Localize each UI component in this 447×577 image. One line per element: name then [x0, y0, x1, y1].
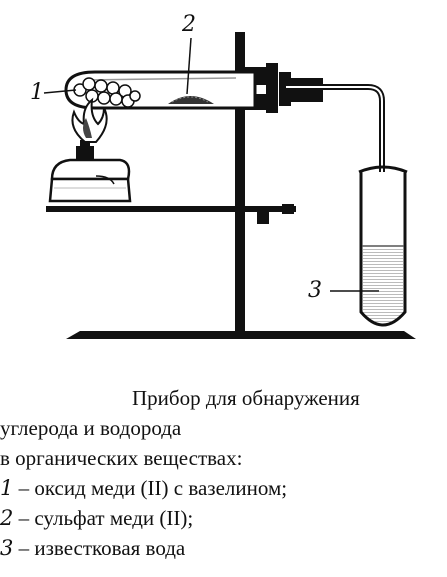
- caption-line-3: в органических веществах:: [0, 446, 243, 470]
- callout-2-label: 2: [182, 12, 196, 37]
- caption-line-2: углерода и водорода: [0, 416, 182, 440]
- spirit-lamp: [48, 140, 132, 203]
- stand-base: [66, 331, 416, 339]
- leader-lines: [43, 37, 379, 292]
- outlet-tube: [286, 84, 385, 302]
- callout-1-label: 1: [30, 80, 44, 105]
- flame: [71, 97, 108, 143]
- callout-3-label: 3: [308, 278, 322, 303]
- limewater: [362, 245, 404, 323]
- copper-sulfate-pile: [168, 96, 214, 104]
- caption-item-1-text: – оксид меди (II) с вазелином;: [13, 476, 288, 500]
- caption-item-1: 1 – оксид меди (II) с вазелином;: [0, 473, 447, 503]
- caption-item-3-text: – известковая вода: [13, 536, 186, 560]
- caption-item-3-number: 3: [0, 536, 14, 560]
- figure-caption: Прибор для обнаружения углерода и водоро…: [0, 383, 447, 563]
- caption-line-1: Прибор для обнаружения: [132, 386, 360, 410]
- apparatus-diagram: [43, 32, 416, 339]
- caption-item-1-number: 1: [0, 476, 14, 500]
- stand-rod: [235, 32, 245, 332]
- caption-item-3: 3 – известковая вода: [0, 533, 447, 563]
- caption-item-2: 2 – сульфат меди (II);: [0, 503, 447, 533]
- copper-oxide-granules: [73, 77, 141, 108]
- burner-platform: [46, 204, 296, 224]
- caption-item-2-number: 2: [0, 506, 14, 530]
- caption-item-2-text: – сульфат меди (II);: [13, 506, 194, 530]
